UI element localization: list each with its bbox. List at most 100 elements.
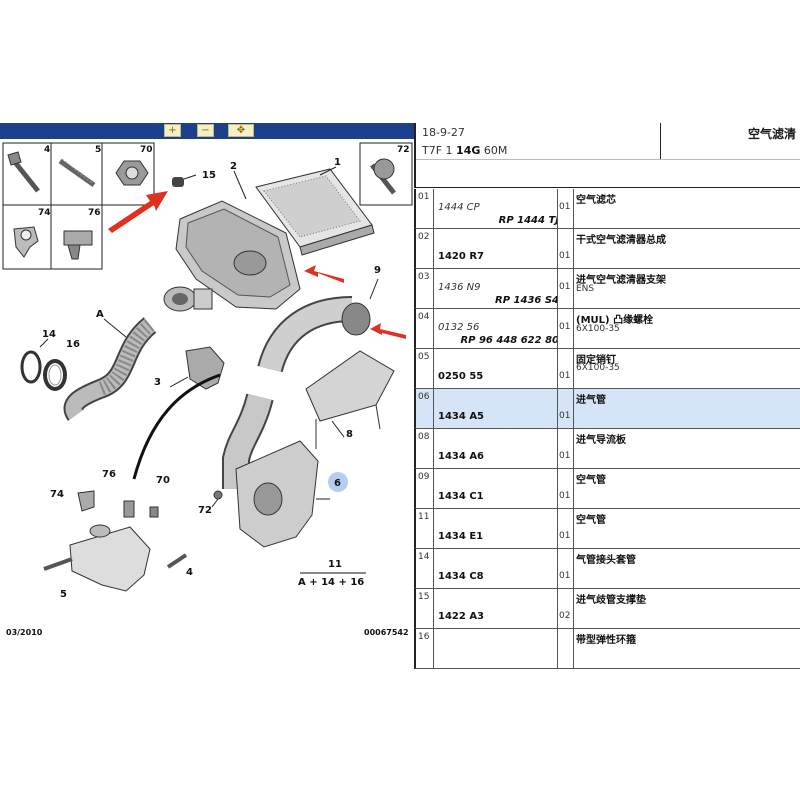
quantity-cell xyxy=(558,629,574,668)
description-cell: 进气歧管支撑垫 xyxy=(574,589,800,628)
callout-70-box[interactable]: 70 xyxy=(140,145,153,155)
callout-76-box[interactable]: 76 xyxy=(88,208,101,218)
part-name: 进气管 xyxy=(576,395,606,406)
part-reference[interactable]: 1434 E1 xyxy=(438,531,484,542)
part-reference[interactable]: 0250 55 xyxy=(438,371,484,382)
part-reference[interactable]: 1422 A3 xyxy=(438,611,485,622)
quantity-value: 01 xyxy=(559,371,571,381)
part-reference[interactable]: 1434 C8 xyxy=(438,571,484,582)
zoom-out-button[interactable]: − xyxy=(197,124,214,137)
callout-4-lower[interactable]: 4 xyxy=(186,567,193,578)
part-detail: ENS xyxy=(576,284,595,294)
quantity-value: 02 xyxy=(559,611,571,621)
stud-5-icon xyxy=(58,158,96,188)
air-filter-element xyxy=(255,166,375,256)
quantity-value: 01 xyxy=(559,411,571,421)
row-index: 04 xyxy=(416,309,434,348)
reference-cell: 0250 55 xyxy=(434,349,558,388)
callout-4-box[interactable]: 4 xyxy=(44,145,50,155)
part-detail: 6X100-35 xyxy=(576,324,620,334)
intake-pipe-A xyxy=(63,317,157,421)
reference-cell: 1422 A3 xyxy=(434,589,558,628)
callout-14[interactable]: 14 xyxy=(42,329,56,340)
callout-15[interactable]: 15 xyxy=(202,170,216,181)
part-name: 进气空气滤清器支架 xyxy=(576,275,666,286)
part-reference[interactable]: 1434 A6 xyxy=(438,451,485,462)
callout-72-box[interactable]: 72 xyxy=(397,145,410,155)
separator-arc xyxy=(132,373,221,480)
callout-6[interactable]: 6 xyxy=(334,478,341,489)
quantity-cell: 01 xyxy=(558,269,574,308)
replacement-reference[interactable]: RP 1436 S4 xyxy=(495,295,558,306)
reference-cell: 1436 N9 RP 1436 S4 xyxy=(434,269,558,308)
reference-cell: 1434 E1 xyxy=(434,509,558,548)
callout-72-lower[interactable]: 72 xyxy=(198,505,212,516)
callout-8[interactable]: 8 xyxy=(346,429,353,440)
callout-70-lower[interactable]: 70 xyxy=(156,475,170,486)
callout-3[interactable]: 3 xyxy=(154,377,161,388)
parts-header: 18-9-27 T7F 1 14G 60M 空气滤清 xyxy=(414,123,800,188)
row-index: 11 xyxy=(416,509,434,548)
diagram-number: 00067542 xyxy=(364,628,409,637)
reference-cell: 1420 R7 xyxy=(434,229,558,268)
callout-16[interactable]: 16 xyxy=(66,339,80,350)
quantity-value: 01 xyxy=(559,251,571,261)
part-reference[interactable]: 1434 A5 xyxy=(438,411,485,422)
zoom-fit-button[interactable]: ✥ xyxy=(228,124,254,137)
description-cell: 带型弹性环箍 xyxy=(574,629,800,668)
callout-74-box[interactable]: 74 xyxy=(38,208,51,218)
description-cell: 气管接头套管 xyxy=(574,549,800,588)
quantity-value: 01 xyxy=(559,531,571,541)
callout-5-box[interactable]: 5 xyxy=(95,145,101,155)
replacement-reference[interactable]: RP 1444 TJ xyxy=(498,215,558,226)
quantity-cell: 01 xyxy=(558,549,574,588)
alternate-reference: 0132 56 xyxy=(438,322,480,333)
zoom-in-button[interactable]: + xyxy=(164,124,181,137)
part-name: 空气滤芯 xyxy=(576,195,616,206)
callout-76-lower[interactable]: 76 xyxy=(102,469,116,480)
formula-text: A + 14 + 16 xyxy=(298,577,364,588)
row-index: 14 xyxy=(416,549,434,588)
bracket-3 xyxy=(169,346,225,390)
part-name: 气管接头套管 xyxy=(576,555,636,566)
quantity-value: 01 xyxy=(559,202,571,212)
bolt-72-icon xyxy=(370,158,396,195)
callout-74-lower[interactable]: 74 xyxy=(50,489,64,500)
alternate-reference: 1436 N9 xyxy=(438,282,481,293)
callout-5-lower[interactable]: 5 xyxy=(60,589,67,600)
callout-9[interactable]: 9 xyxy=(374,265,381,276)
row-index: 08 xyxy=(416,429,434,468)
callout-A[interactable]: A xyxy=(96,309,104,320)
intake-connector xyxy=(163,286,213,312)
part-reference[interactable]: 1434 C1 xyxy=(438,491,484,502)
description-cell: 空气滤芯 xyxy=(574,189,800,228)
part-reference[interactable]: 1420 R7 xyxy=(438,251,484,262)
header-date: 18-9-27 xyxy=(422,126,465,139)
callout-2[interactable]: 2 xyxy=(230,161,237,172)
bolt-72-lower-icon xyxy=(211,490,223,508)
header-rule-bottom xyxy=(416,187,800,188)
part-name: 空气管 xyxy=(576,475,606,486)
callout-1[interactable]: 1 xyxy=(334,157,341,168)
callout-11[interactable]: 11 xyxy=(328,559,342,570)
parts-diagram-pane: + − ✥ xyxy=(0,123,414,645)
part-name: 带型弹性环箍 xyxy=(576,635,636,646)
replacement-reference[interactable]: RP 96 448 622 80 xyxy=(460,335,558,346)
quantity-cell: 01 xyxy=(558,469,574,508)
bolt-4-icon xyxy=(7,151,40,193)
